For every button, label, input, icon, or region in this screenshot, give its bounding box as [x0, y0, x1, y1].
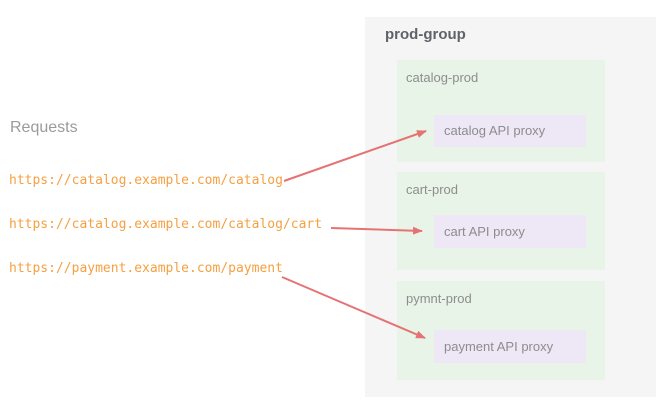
requests-heading: Requests: [10, 119, 78, 136]
proxy-payment-api: payment API proxy: [434, 330, 586, 363]
request-url-catalog: https://catalog.example.com/catalog: [9, 173, 283, 188]
request-url-payment: https://payment.example.com/payment: [9, 261, 283, 276]
environment-pymnt-prod: pymnt-prod payment API proxy: [397, 281, 605, 380]
environment-name-catalog-prod: catalog-prod: [406, 70, 479, 85]
environment-name-cart-prod: cart-prod: [406, 182, 459, 197]
proxy-cart-api: cart API proxy: [434, 215, 586, 248]
proxy-catalog-api: catalog API proxy: [434, 115, 586, 147]
environment-name-pymnt-prod: pymnt-prod: [406, 291, 472, 306]
prod-group-panel: prod-group catalog-prod catalog API prox…: [365, 17, 656, 397]
prod-group-title: prod-group: [385, 26, 466, 43]
environment-catalog-prod: catalog-prod catalog API proxy: [397, 60, 605, 162]
request-url-catalog-cart: https://catalog.example.com/catalog/cart: [9, 217, 323, 232]
environment-cart-prod: cart-prod cart API proxy: [397, 172, 605, 270]
